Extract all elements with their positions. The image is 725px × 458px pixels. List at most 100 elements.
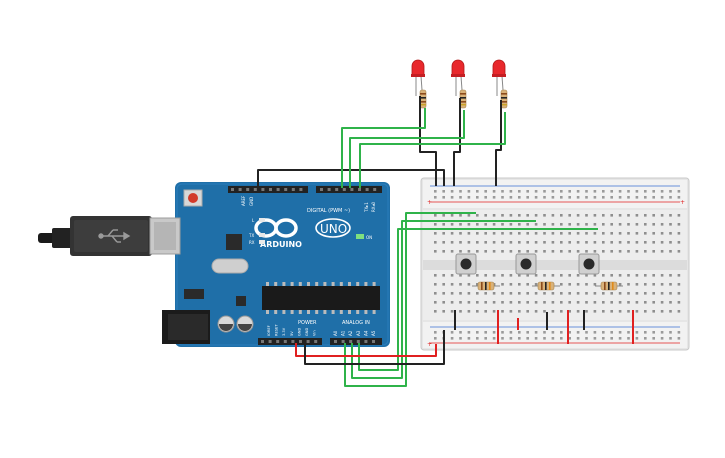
terminal-hole[interactable] [618,223,622,226]
terminal-hole[interactable] [501,223,504,226]
terminal-hole[interactable] [610,223,613,226]
terminal-hole[interactable] [484,232,487,235]
terminal-hole[interactable] [526,283,529,286]
terminal-hole[interactable] [602,301,605,304]
terminal-hole[interactable] [618,241,622,244]
rail-hole[interactable] [467,337,471,340]
terminal-hole[interactable] [501,292,504,295]
terminal-hole[interactable] [669,241,672,244]
terminal-hole[interactable] [459,223,462,226]
terminal-hole[interactable] [635,232,639,235]
rail-hole[interactable] [627,337,630,340]
terminal-hole[interactable] [450,241,454,244]
terminal-hole[interactable] [551,223,555,226]
terminal-hole[interactable] [677,283,681,286]
rail-hole[interactable] [501,331,504,334]
terminal-hole[interactable] [610,274,613,277]
terminal-hole[interactable] [484,214,487,217]
terminal-hole[interactable] [534,310,538,313]
terminal-hole[interactable] [501,241,504,244]
terminal-hole[interactable] [509,214,513,217]
terminal-hole[interactable] [585,301,588,304]
header-pin[interactable] [283,340,287,343]
terminal-hole[interactable] [568,274,571,277]
terminal-hole[interactable] [509,292,513,295]
terminal-hole[interactable] [543,241,546,244]
rail-hole[interactable] [585,190,588,193]
header-pin[interactable] [238,188,242,191]
pushbutton-1[interactable] [455,253,477,275]
terminal-hole[interactable] [602,232,605,235]
terminal-hole[interactable] [585,241,588,244]
terminal-hole[interactable] [434,250,437,253]
terminal-hole[interactable] [576,241,580,244]
terminal-hole[interactable] [610,292,613,295]
terminal-hole[interactable] [652,214,655,217]
rail-hole[interactable] [669,331,672,334]
terminal-hole[interactable] [669,301,672,304]
terminal-hole[interactable] [476,310,479,313]
terminal-hole[interactable] [585,283,588,286]
wire-black-led1-cathode[interactable] [419,96,437,186]
rail-hole[interactable] [660,337,664,340]
terminal-hole[interactable] [509,232,513,235]
rail-hole[interactable] [610,190,613,193]
terminal-hole[interactable] [652,241,655,244]
terminal-hole[interactable] [627,223,630,226]
dc-power-jack[interactable] [162,310,210,344]
terminal-hole[interactable] [576,283,580,286]
wire-green-led1[interactable] [341,108,426,188]
terminal-hole[interactable] [669,223,672,226]
terminal-hole[interactable] [543,310,546,313]
terminal-hole[interactable] [442,274,445,277]
terminal-hole[interactable] [618,232,622,235]
terminal-hole[interactable] [492,274,496,277]
rail-hole[interactable] [484,331,487,334]
header-pin[interactable] [246,188,250,191]
terminal-hole[interactable] [484,223,487,226]
terminal-hole[interactable] [593,214,597,217]
terminal-hole[interactable] [459,301,462,304]
rail-hole[interactable] [576,190,580,193]
terminal-hole[interactable] [652,310,655,313]
terminal-hole[interactable] [442,310,445,313]
terminal-hole[interactable] [593,241,597,244]
rail-hole[interactable] [593,337,597,340]
rail-hole[interactable] [492,331,496,334]
header-pin[interactable] [276,188,280,191]
terminal-hole[interactable] [560,223,563,226]
terminal-hole[interactable] [518,301,521,304]
terminal-hole[interactable] [585,310,588,313]
terminal-hole[interactable] [534,301,538,304]
rail-hole[interactable] [576,331,580,334]
rail-hole[interactable] [585,337,588,340]
rail-hole[interactable] [501,196,504,199]
terminal-hole[interactable] [610,241,613,244]
terminal-hole[interactable] [476,223,479,226]
wire-green-led2[interactable] [349,110,465,188]
terminal-hole[interactable] [467,301,471,304]
terminal-hole[interactable] [635,223,639,226]
terminal-hole[interactable] [518,223,521,226]
led-2[interactable] [451,59,465,96]
terminal-hole[interactable] [602,241,605,244]
terminal-hole[interactable] [568,292,571,295]
terminal-hole[interactable] [644,214,647,217]
terminal-hole[interactable] [509,223,513,226]
terminal-hole[interactable] [585,232,588,235]
terminal-hole[interactable] [560,283,563,286]
terminal-hole[interactable] [652,250,655,253]
terminal-hole[interactable] [518,241,521,244]
terminal-hole[interactable] [669,283,672,286]
terminal-hole[interactable] [501,301,504,304]
header-pin[interactable] [342,188,346,191]
header-pin[interactable] [299,340,302,343]
terminal-hole[interactable] [476,214,479,217]
rail-hole[interactable] [618,331,622,334]
rail-hole[interactable] [509,196,513,199]
resistor-led-1[interactable] [419,89,427,109]
rail-hole[interactable] [660,196,664,199]
terminal-hole[interactable] [669,292,672,295]
terminal-hole[interactable] [492,310,496,313]
rail-hole[interactable] [560,196,563,199]
